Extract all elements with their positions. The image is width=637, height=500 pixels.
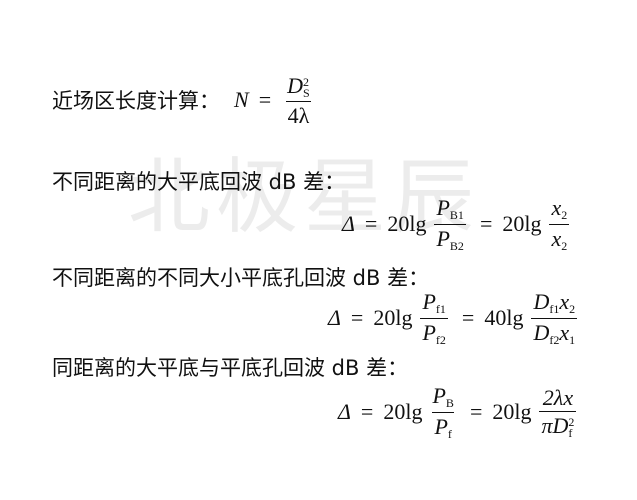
flat-bottom-vs-hole-heading: 同距离的大平底与平底孔回波 dB 差： [52,356,409,380]
near-field-label: 近场区长度计算： [52,89,220,114]
flat-bottom-distance-heading: 不同距离的大平底回波 dB 差： [52,170,346,194]
flat-hole-size-heading: 不同距离的不同大小平底孔回波 dB 差： [52,266,430,290]
flat-hole-size-formula: Δ = 20lg Pf1 Pf2 = 40lg Df1x2 Df2x1 [328,289,578,347]
flat-bottom-distance-formula: Δ = 20lg PB1 PB2 = 20lg x2 x2 [342,195,570,253]
watermark-text: 北极星辰 [128,150,481,245]
